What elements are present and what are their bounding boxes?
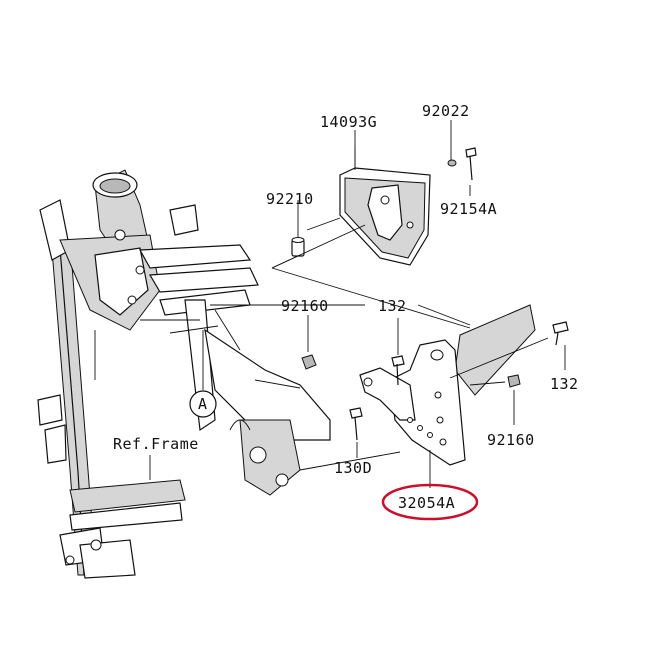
label-92160-right: 92160	[487, 431, 535, 449]
label-92160-left: 92160	[281, 297, 329, 315]
label-132-right: 132	[550, 375, 579, 393]
washer-92022	[447, 159, 457, 167]
label-ref-frame: Ref.Frame	[113, 435, 199, 453]
bolt-132-top	[391, 355, 405, 386]
highlight-ring	[381, 483, 479, 521]
bracket-32054A	[359, 304, 536, 466]
cover-14093G	[339, 148, 431, 266]
nut-92160-left	[301, 354, 317, 370]
label-130D: 130D	[334, 459, 372, 477]
part-labels: 14093G 92022 92210 92154A 92160 132 132 …	[113, 102, 579, 512]
bolt-130D	[349, 407, 363, 441]
label-92154A: 92154A	[440, 200, 497, 218]
nut-92160-right	[507, 374, 521, 388]
collar-92210	[291, 237, 305, 257]
label-92022: 92022	[422, 102, 470, 120]
label-92210: 92210	[266, 190, 314, 208]
label-32054A: 32054A	[398, 494, 455, 512]
callout-a: A	[189, 390, 217, 418]
bolt-132-right	[552, 321, 569, 346]
label-14093G: 14093G	[320, 113, 377, 131]
leader-lines	[149, 120, 566, 488]
callout-a-letter: A	[198, 395, 208, 413]
label-132-top: 132	[378, 297, 407, 315]
motorcycle-frame	[37, 169, 331, 579]
bolt-92154A	[465, 147, 477, 181]
